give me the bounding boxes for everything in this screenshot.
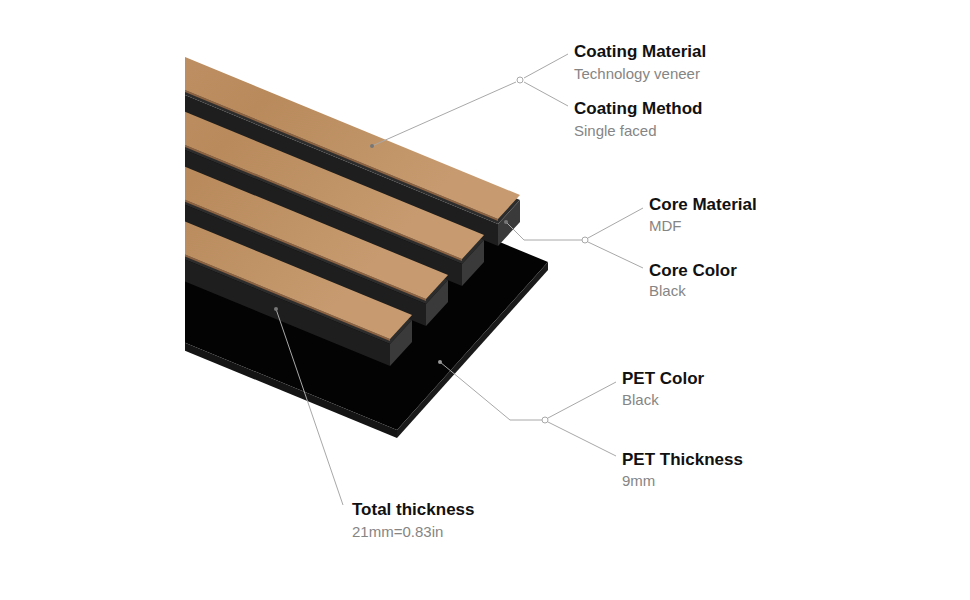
leader-dot — [438, 360, 442, 364]
spec-heading: Total thickness — [352, 500, 475, 520]
leader-line — [548, 382, 616, 418]
spec-heading: Coating Material — [574, 42, 706, 62]
spec-value: 21mm=0.83in — [352, 523, 443, 541]
spec-heading: PET Color — [622, 369, 704, 389]
leader-line — [524, 54, 568, 78]
leader-line — [588, 242, 643, 268]
leader-lines — [274, 54, 643, 505]
spec-heading: PET Thickness — [622, 450, 743, 470]
spec-value: MDF — [649, 217, 682, 235]
leader-line — [440, 362, 542, 420]
spec-value: Single faced — [574, 122, 657, 140]
leader-line — [276, 309, 343, 505]
leader-line — [506, 222, 582, 240]
leader-dot — [274, 307, 278, 311]
leader-dot — [370, 144, 374, 148]
spec-heading: Coating Method — [574, 99, 702, 119]
leader-dot — [582, 237, 588, 243]
leader-dot — [517, 77, 523, 83]
spec-value: Black — [622, 391, 659, 409]
spec-heading: Core Color — [649, 261, 737, 281]
veneer-face — [185, 142, 412, 339]
leader-line — [372, 82, 516, 146]
spec-heading: Core Material — [649, 195, 757, 215]
spec-value: Technology veneer — [574, 65, 700, 83]
leader-line — [588, 208, 643, 238]
acoustic-panel — [185, 22, 548, 438]
leader-dot — [504, 220, 508, 224]
leader-line — [548, 422, 616, 456]
spec-value: 9mm — [622, 472, 655, 490]
leader-line — [524, 82, 568, 106]
leader-dot — [542, 417, 548, 423]
spec-value: Black — [649, 282, 686, 300]
